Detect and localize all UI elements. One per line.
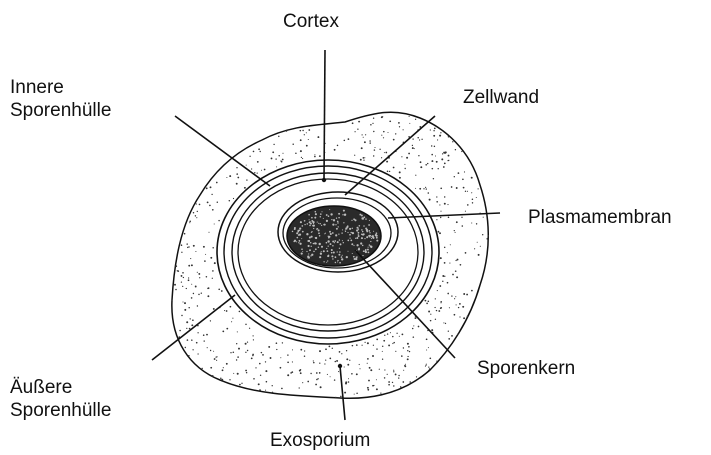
label-zellwand-text: Zellwand xyxy=(463,86,539,109)
exosporium-pointer-dot xyxy=(338,364,342,368)
label-sporenkern: Sporenkern xyxy=(477,357,575,380)
label-aussere-line2: Sporenhülle xyxy=(10,399,111,422)
label-innere-line2: Sporenhülle xyxy=(10,99,111,122)
label-innere-sporenhuelle: Innere Sporenhülle xyxy=(10,76,111,122)
label-exosporium: Exosporium xyxy=(270,429,370,452)
label-cortex-text: Cortex xyxy=(283,10,339,33)
label-zellwand: Zellwand xyxy=(463,86,539,109)
label-innere-line1: Innere xyxy=(10,76,111,99)
label-sporenkern-text: Sporenkern xyxy=(477,357,575,380)
label-cortex: Cortex xyxy=(283,10,339,33)
leader-cortex xyxy=(324,50,325,180)
label-aeussere-sporenhuelle: Äußere Sporenhülle xyxy=(10,376,111,422)
label-exosporium-text: Exosporium xyxy=(270,429,370,452)
label-plasmamembran: Plasmamembran xyxy=(528,206,672,229)
spore-core xyxy=(287,206,381,266)
cortex-pointer-dot xyxy=(322,178,326,182)
label-aussere-line1: Äußere xyxy=(10,376,111,399)
label-plasmamembran-text: Plasmamembran xyxy=(528,206,672,229)
